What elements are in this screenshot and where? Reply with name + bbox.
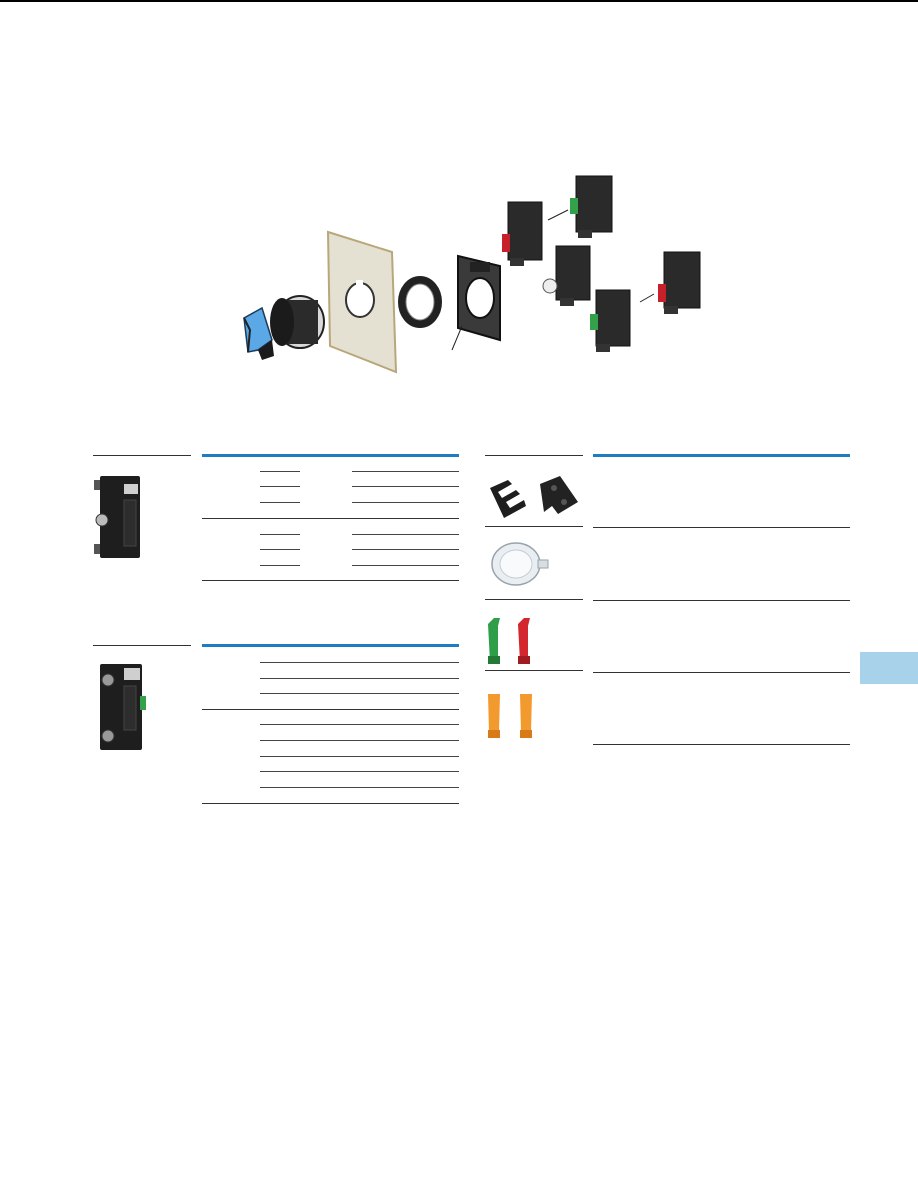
locking-ring (398, 276, 442, 328)
lens-cap-photo (491, 542, 549, 586)
table-rule (352, 502, 459, 503)
accessory-row-rule (593, 672, 850, 673)
table-rule (352, 549, 459, 550)
table-header-rule (202, 454, 459, 457)
table-rule (260, 471, 300, 472)
table-rule (260, 565, 300, 566)
image-header-rule (485, 455, 583, 456)
table-header-rule (202, 644, 459, 647)
contact-element-green-2 (590, 289, 631, 352)
table-rule (260, 724, 459, 725)
selector-switch-actuator (243, 295, 325, 360)
table-rule (260, 502, 300, 503)
table-rule (260, 486, 300, 487)
table-rule (260, 693, 459, 694)
table-rule (352, 565, 459, 566)
table-bottom-rule (202, 580, 459, 581)
image-header-rule (93, 455, 191, 456)
led-element (542, 245, 591, 306)
accessory-bottom-rule (593, 744, 850, 745)
colored-led-plugs-photo (488, 618, 530, 664)
table-bottom-rule (202, 803, 459, 804)
table-rule (352, 534, 459, 535)
table-section-rule (202, 709, 459, 710)
image-header-rule (93, 645, 191, 646)
contact-element-red-2 (658, 251, 701, 314)
image-row-rule (485, 526, 583, 527)
accessory-row-rule (593, 527, 850, 528)
top-border (0, 0, 918, 2)
contact-element-green-1 (570, 175, 613, 238)
led-element-photo (94, 476, 140, 558)
exploded-assembly-illustration (243, 175, 701, 374)
table-rule (260, 549, 300, 550)
mounting-clips-photo (490, 476, 578, 518)
table-rule (352, 486, 459, 487)
table-rule (260, 534, 300, 535)
table-rule (260, 678, 459, 679)
contact-element-photo (100, 664, 146, 750)
accessory-table-header-rule (593, 454, 850, 457)
accessory-row-rule (593, 600, 850, 601)
table-rule (260, 756, 459, 757)
table-rule (260, 787, 459, 788)
section-tab (860, 652, 918, 684)
table-rule (260, 662, 459, 663)
image-row-rule (485, 599, 583, 600)
table-rule (260, 771, 459, 772)
contact-element-red-1 (502, 201, 543, 266)
image-row-rule (485, 670, 583, 671)
mounting-adapter (451, 254, 501, 351)
table-section-rule (202, 518, 459, 519)
legend-plate (326, 230, 398, 374)
table-rule (352, 471, 459, 472)
orange-led-plugs-photo (488, 694, 532, 738)
table-rule (260, 740, 459, 741)
